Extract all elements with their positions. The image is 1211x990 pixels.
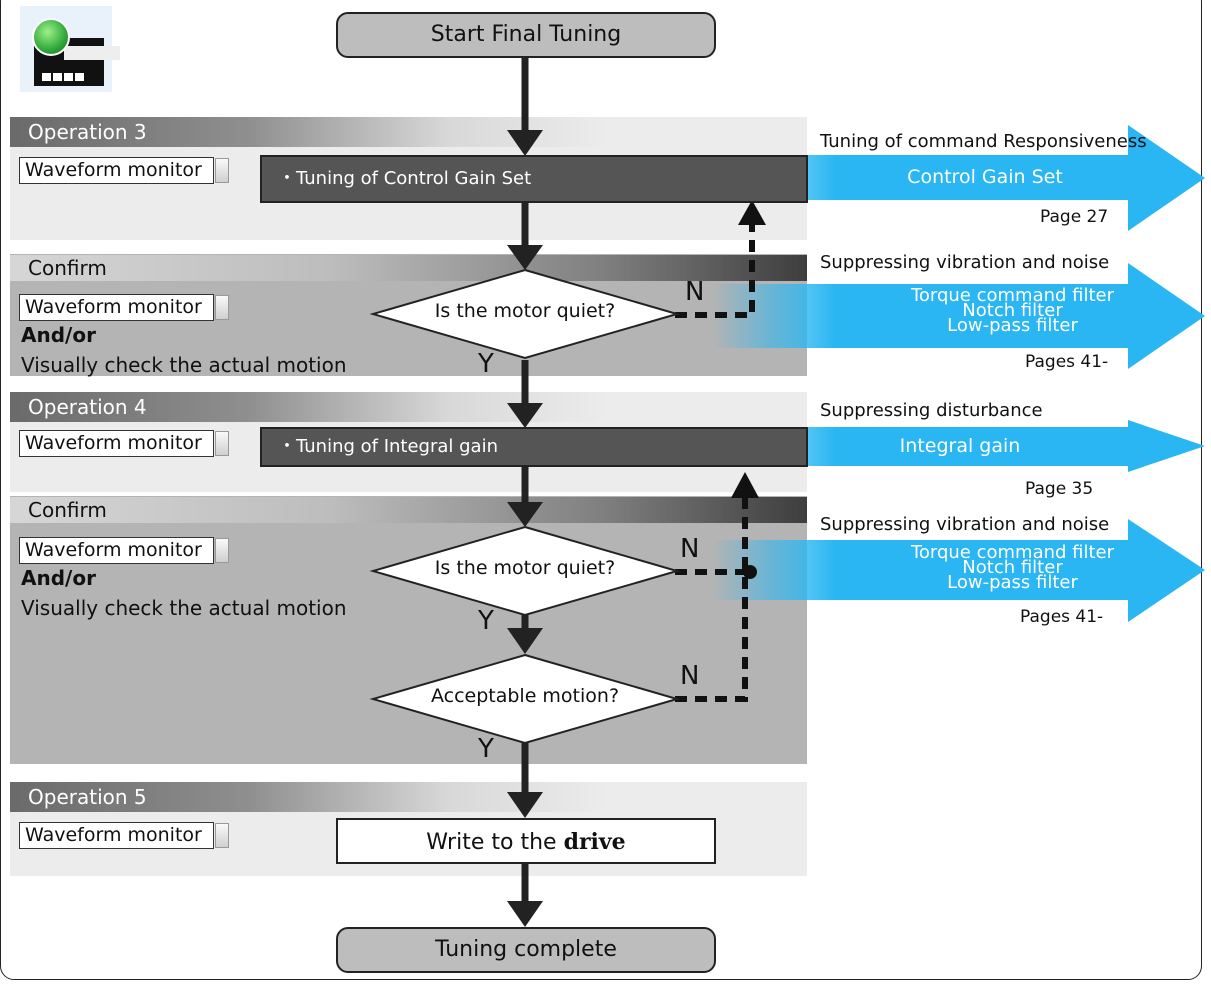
and-or-label: And/or: [21, 323, 96, 347]
tuning-integral-gain-step: ・Tuning of Integral gain: [260, 427, 808, 467]
side-arrow-2-line-2: Notch filter: [962, 300, 1063, 321]
page-ref-1: Page 27: [1040, 207, 1109, 227]
no-label: N: [680, 534, 700, 564]
side-arrow-4-line-2: Notch filter: [962, 557, 1063, 578]
page-ref-3: Page 35: [1025, 479, 1094, 499]
and-or-label: And/or: [21, 566, 96, 590]
side-arrow-1: [712, 125, 1205, 231]
waveform-monitor-chip: Waveform monitor: [19, 430, 214, 457]
waveform-tab: [215, 538, 229, 563]
decision-diamond-3: [369, 653, 681, 745]
waveform-tab: [215, 823, 229, 848]
refresh-icon: [32, 18, 70, 56]
decision-diamond-1: [369, 268, 681, 360]
decision-diamond-2: [369, 525, 681, 617]
write-prefix: Write to the: [426, 830, 564, 855]
operation-5-header: Operation 5: [10, 782, 807, 812]
side-arrow-1-label: Control Gain Set: [907, 166, 1063, 188]
no-label: N: [685, 277, 705, 307]
page-ref-4: Pages 41-: [1020, 607, 1104, 627]
side-title-2: Suppressing vibration and noise: [820, 252, 1110, 273]
side-arrow-2-line-3: Low-pass filter: [947, 315, 1078, 336]
side-arrow-2-line-1: Torque command filter: [910, 285, 1115, 306]
drive-logo: [20, 6, 120, 92]
operation-4-header: Operation 4: [10, 392, 807, 422]
operation-3-header: Operation 3: [10, 117, 807, 147]
yes-label: Y: [478, 349, 494, 379]
yes-label: Y: [478, 606, 494, 636]
waveform-monitor-chip: Waveform monitor: [19, 822, 214, 849]
visual-check-label: Visually check the actual motion: [21, 353, 347, 377]
logo-display: [64, 46, 120, 60]
write-to-drive-step: Write to the drive: [336, 818, 716, 864]
confirm-1-header: Confirm: [10, 255, 807, 281]
side-arrow-3-label: Integral gain: [899, 435, 1021, 457]
end-terminal: Tuning complete: [336, 927, 716, 973]
no-label: N: [680, 661, 700, 691]
decision-3-label: Acceptable motion?: [430, 685, 620, 707]
yes-label: Y: [478, 734, 494, 764]
waveform-monitor-chip: Waveform monitor: [19, 537, 214, 564]
visual-check-label: Visually check the actual motion: [21, 596, 347, 620]
waveform-tab: [215, 295, 229, 320]
side-arrow-4-line-1: Torque command filter: [910, 542, 1115, 563]
waveform-tab: [215, 431, 229, 456]
side-title-3: Suppressing disturbance: [820, 400, 1043, 421]
waveform-monitor-chip: Waveform monitor: [19, 157, 214, 184]
page-ref-2: Pages 41-: [1025, 352, 1109, 372]
waveform-monitor-chip: Waveform monitor: [19, 294, 214, 321]
side-title-4: Suppressing vibration and noise: [820, 514, 1110, 535]
decision-1-label: Is the motor quiet?: [434, 300, 616, 322]
write-emph: drive: [563, 829, 626, 855]
side-arrow-4-line-3: Low-pass filter: [947, 572, 1078, 593]
waveform-tab: [215, 158, 229, 183]
side-arrow-4: [712, 519, 1205, 622]
logo-keys: [42, 66, 98, 81]
side-title-1: Tuning of command Responsiveness: [820, 131, 1147, 152]
decision-2-label: Is the motor quiet?: [434, 557, 616, 579]
start-terminal: Start Final Tuning: [336, 12, 716, 58]
side-arrow-2: [712, 263, 1205, 369]
tuning-control-gain-step: ・Tuning of Control Gain Set: [260, 155, 808, 203]
confirm-2-header: Confirm: [10, 497, 807, 523]
side-arrow-3: [712, 420, 1205, 472]
